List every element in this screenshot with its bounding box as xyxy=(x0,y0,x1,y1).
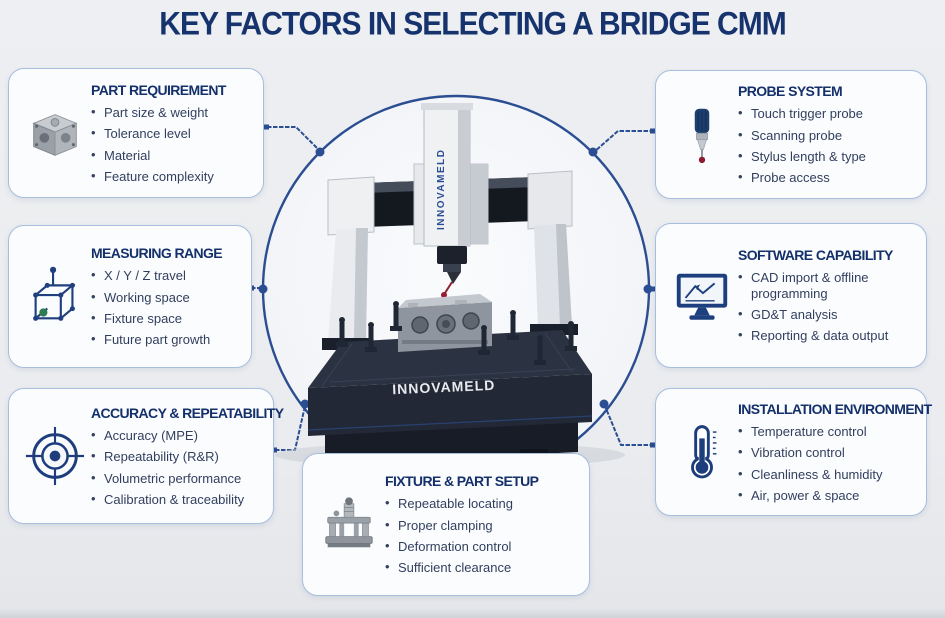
probe-head xyxy=(437,246,467,298)
fixture-icon xyxy=(313,494,385,556)
clamp-posts xyxy=(336,301,577,365)
bullet-item: Material xyxy=(91,146,251,163)
machine-base xyxy=(308,374,592,436)
factor-box-probe-system: PROBE SYSTEM Touch trigger probeScanning… xyxy=(655,70,927,199)
factor-title: MEASURING RANGE xyxy=(91,245,223,262)
factor-list: Temperature controlVibration controlClea… xyxy=(738,423,914,503)
factor-list: X / Y / Z travelWorking spaceFixture spa… xyxy=(91,267,239,347)
probe-icon xyxy=(666,104,738,166)
cmm-machine-illustration: INNOVAMELD INNOVAMELD xyxy=(275,103,625,468)
bullet-item: X / Y / Z travel xyxy=(91,267,239,283)
machine-leg-right xyxy=(534,224,572,328)
factor-title: INSTALLATION ENVIRONMENT xyxy=(738,400,932,417)
factor-box-fixture-part-setup: FIXTURE & PART SETUP Repeatable locating… xyxy=(302,453,590,596)
factor-list: CAD import & offline programmingGD&T ana… xyxy=(738,269,914,343)
bullet-item: Repeatable locating xyxy=(385,495,577,511)
factor-title: ACCURACY & REPEATABILITY xyxy=(91,404,284,421)
bullet-item: Future part growth xyxy=(91,331,239,347)
bullet-item: Scanning probe xyxy=(738,127,914,143)
machined-part-icon xyxy=(19,102,91,164)
page-title: KEY FACTORS IN SELECTING A BRIDGE CMM xyxy=(159,6,786,43)
base-brand-label: INNOVAMELD xyxy=(392,377,496,397)
bullet-item: Part size & weight xyxy=(91,104,251,120)
bullet-item: Tolerance level xyxy=(91,125,251,141)
bullet-item: Calibration & traceability xyxy=(91,491,261,507)
factor-title: FIXTURE & PART SETUP xyxy=(385,473,539,490)
factor-list: Accuracy (MPE) Repeatability (R&R) Volumet… xyxy=(91,427,261,507)
bullet-item: Repeatability (R&R) xyxy=(91,448,261,464)
bullet-item: Working space xyxy=(91,289,239,305)
bullet-item: Reporting & data output xyxy=(738,327,914,343)
bullet-item: Accuracy (MPE) xyxy=(91,427,261,443)
connector-circle xyxy=(261,94,651,484)
bullet-item: Touch trigger probe xyxy=(738,105,914,121)
bullet-item: Vibration control xyxy=(738,444,914,460)
bullet-item: CAD import & offline programming xyxy=(738,269,914,301)
column-brand-label: INNOVAMELD xyxy=(436,149,447,230)
factor-list: Touch trigger probeScanning probeStylus … xyxy=(738,105,914,185)
factor-box-measuring-range: MEASURING RANGE X / Y / Z travelWorking … xyxy=(8,225,252,368)
bottom-edge xyxy=(0,609,945,618)
machine-leg-left xyxy=(328,228,368,342)
thermometer-icon xyxy=(666,421,738,483)
bullet-item: Temperature control xyxy=(738,423,914,439)
monitor-icon xyxy=(666,265,738,327)
bullet-item: Cleanliness & humidity xyxy=(738,465,914,482)
bullet-item: Probe access xyxy=(738,169,914,185)
bullet-item: Deformation control xyxy=(385,538,577,554)
factor-box-part-requirement: PART REQUIREMENT Part size & weightToler… xyxy=(8,68,264,198)
factor-box-accuracy-repeatability: ACCURACY & REPEATABILITY Accuracy (MPE) R… xyxy=(8,388,284,524)
bullet-item: Proper clamping xyxy=(385,517,577,533)
bullet-item: Feature complexity xyxy=(91,168,251,184)
bullet-item: Stylus length & type xyxy=(738,148,914,164)
target-icon xyxy=(19,425,91,487)
factor-list: Part size & weightTolerance levelMateria… xyxy=(91,104,251,184)
bullet-item: Sufficient clearance xyxy=(385,559,577,575)
engine-block-part xyxy=(398,294,492,352)
z-column xyxy=(423,105,471,247)
connector-lines xyxy=(251,126,654,451)
bullet-item: Air, power & space xyxy=(738,487,914,503)
cube-wireframe-icon xyxy=(19,266,91,328)
factor-box-installation-environment: INSTALLATION ENVIRONMENT Temperature con… xyxy=(655,388,932,516)
factor-list: Repeatable locatingProper clampingDeform… xyxy=(385,495,577,575)
factor-box-software-capability: SOFTWARE CAPABILITY CAD import & offline… xyxy=(655,223,927,368)
granite-table xyxy=(308,330,592,388)
bridge-beam xyxy=(336,176,566,228)
factor-title: PART REQUIREMENT xyxy=(91,81,226,98)
factor-title: PROBE SYSTEM xyxy=(738,83,843,100)
ruby-tip xyxy=(441,292,447,298)
connector-endpoints xyxy=(249,124,655,453)
bullet-item: Fixture space xyxy=(91,310,239,326)
bullet-item: GD&T analysis xyxy=(738,306,914,322)
bullet-item: Volumetric performance xyxy=(91,469,261,486)
factor-title: SOFTWARE CAPABILITY xyxy=(738,247,893,264)
